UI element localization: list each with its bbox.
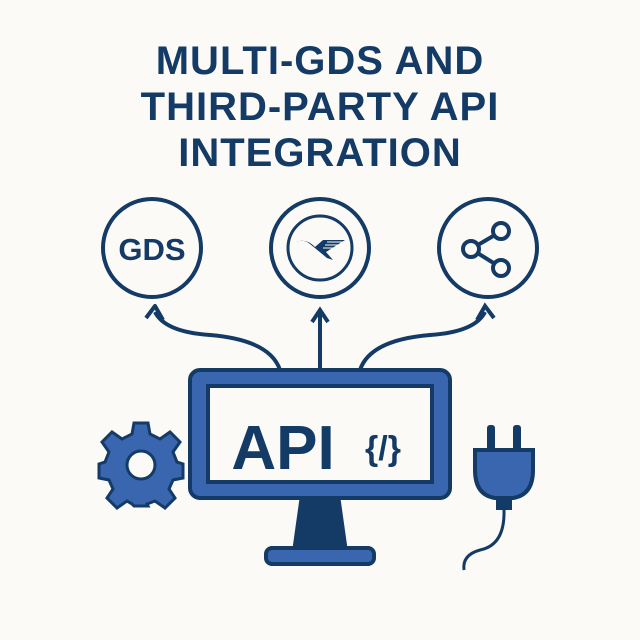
gear-icon: [97, 421, 185, 510]
api-label: API: [231, 414, 334, 483]
connection-arrows: [144, 302, 496, 371]
gds-node: GDS: [101, 197, 203, 299]
share-node-icon: [437, 197, 539, 299]
code-icon: {/}: [365, 430, 401, 468]
title-line-1: MULTI-GDS AND: [155, 39, 485, 83]
gds-label: GDS: [118, 232, 185, 267]
title-line-2: THIRD-PARTY API: [140, 85, 500, 129]
page-title: MULTI-GDS AND THIRD-PARTY API INTEGRATIO…: [0, 38, 640, 176]
airline-logo-icon: [269, 197, 371, 299]
monitor-icon: API {/}: [188, 368, 452, 566]
title-line-3: INTEGRATION: [178, 131, 462, 175]
plug-icon: [462, 425, 535, 571]
